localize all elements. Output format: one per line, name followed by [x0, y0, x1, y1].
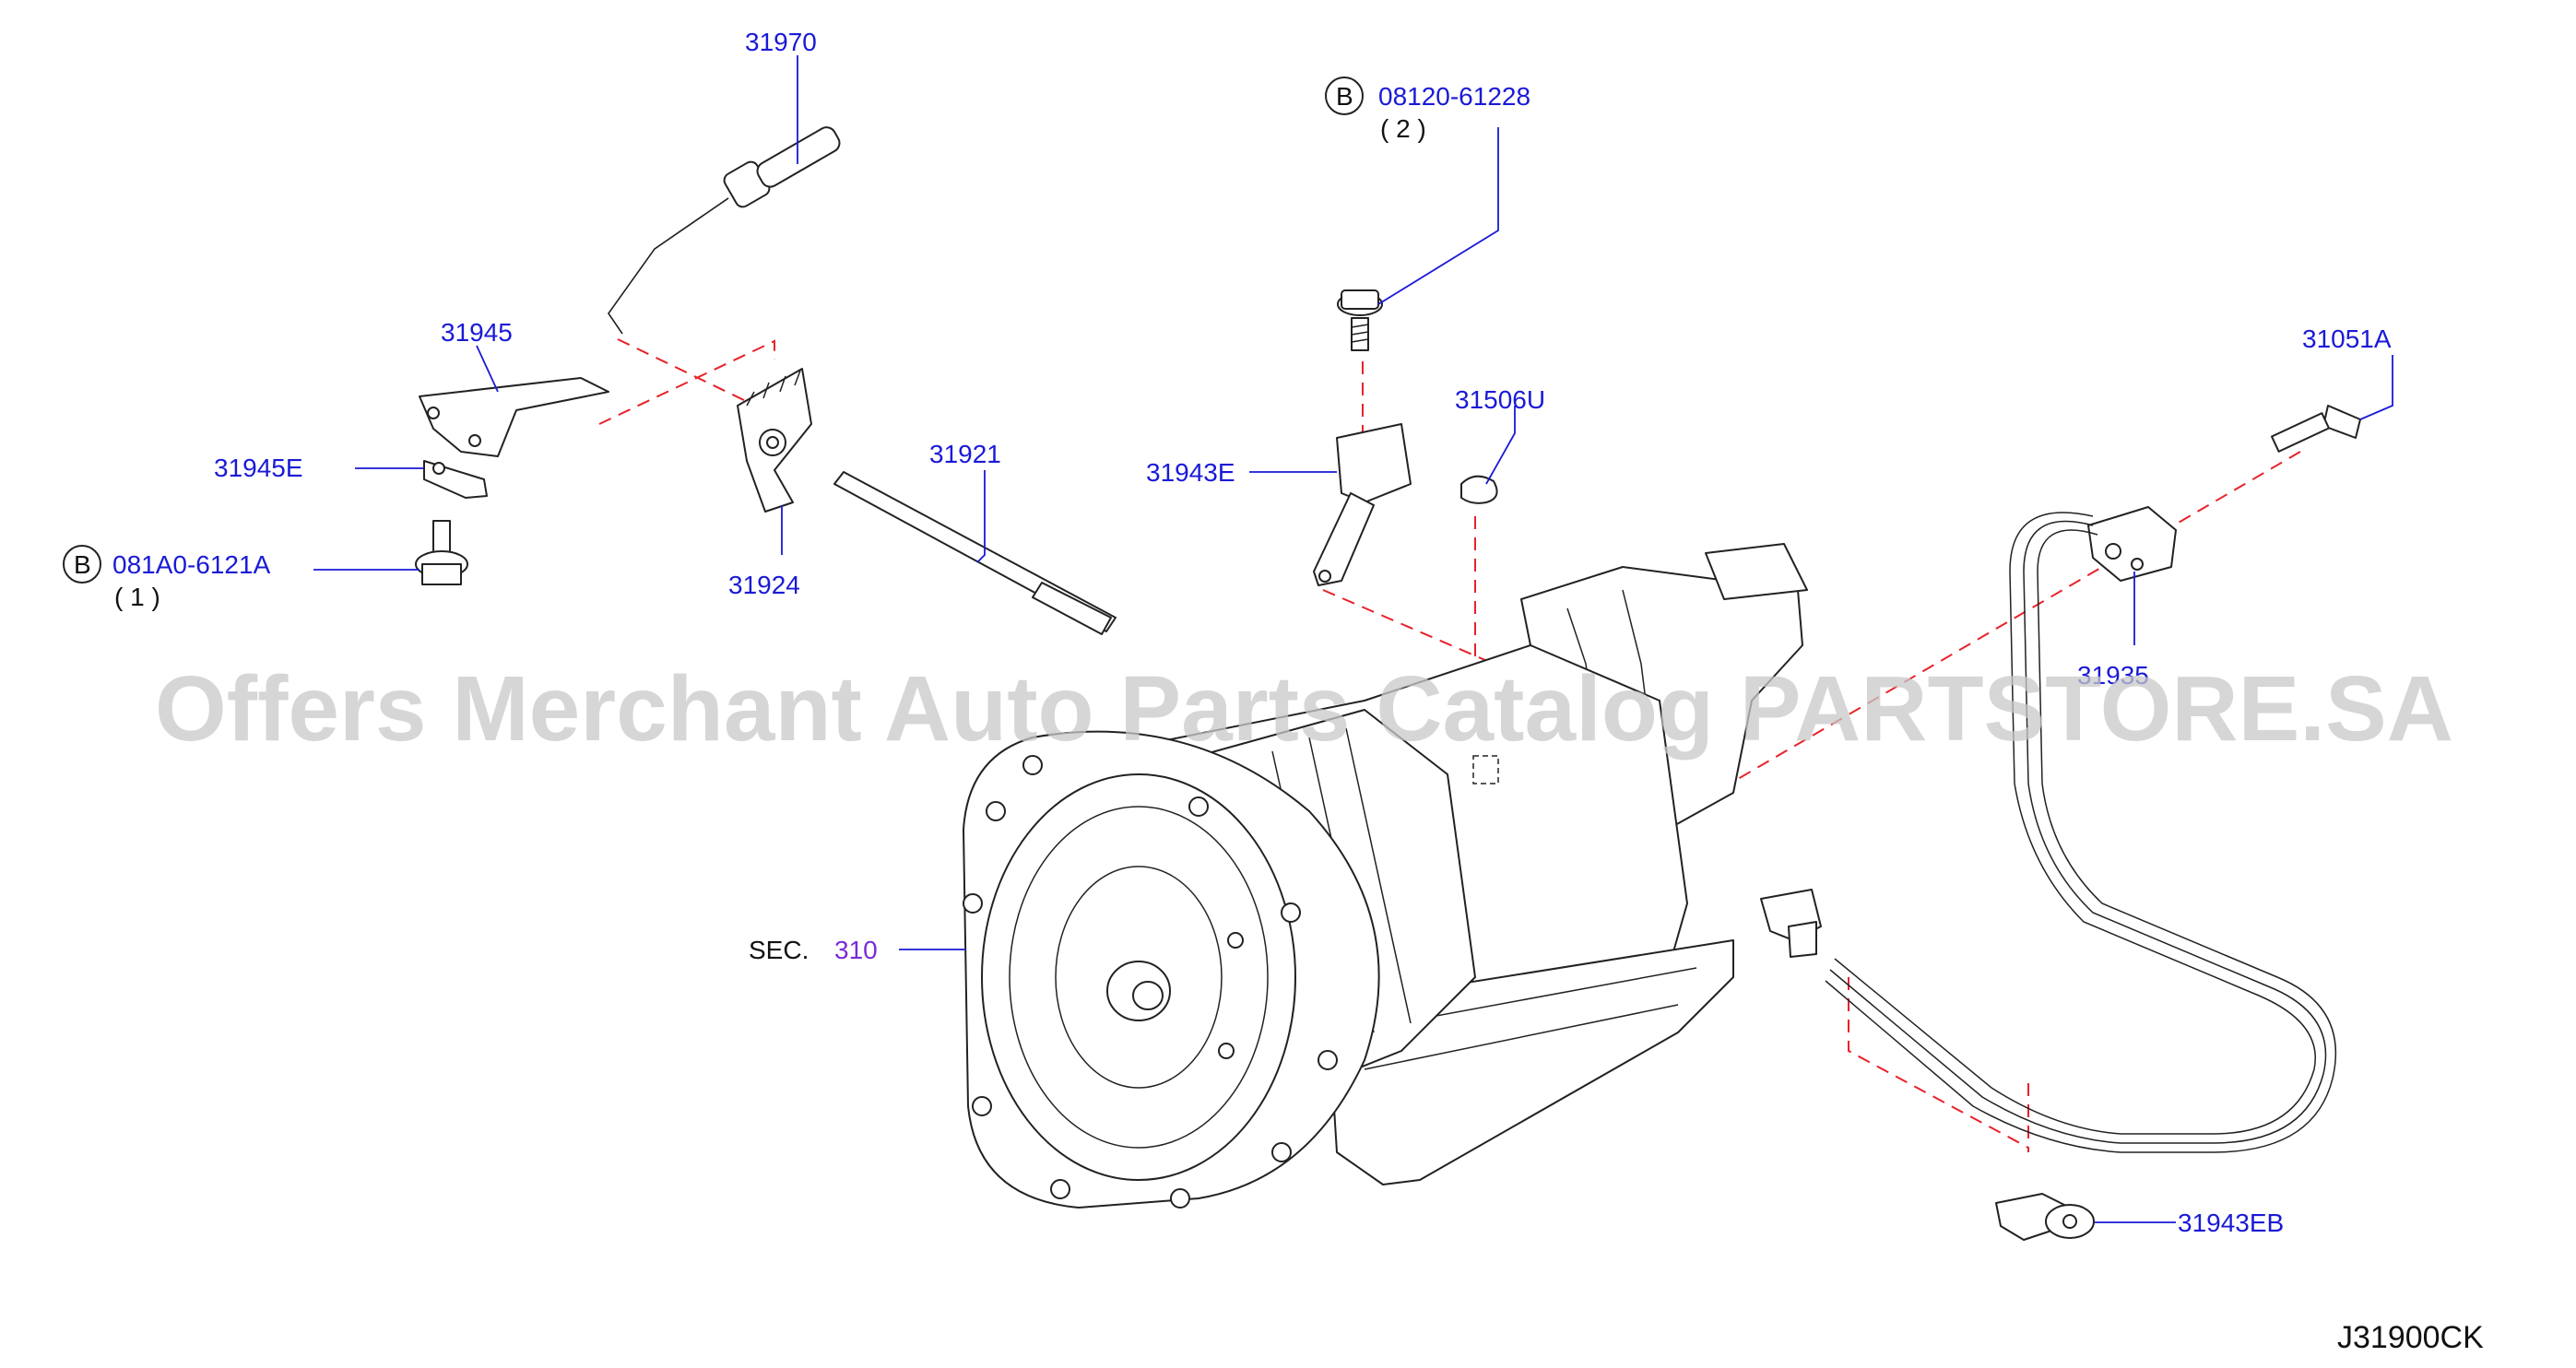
label-31506U[interactable]: 31506U	[1455, 385, 1545, 414]
label-31935[interactable]: 31935	[2077, 661, 2149, 690]
part-31970-rod[interactable]	[608, 124, 843, 335]
label-31943E[interactable]: 31943E	[1146, 458, 1235, 487]
part-31924-detent-lever[interactable]	[737, 368, 812, 513]
part-31943E-bracket[interactable]	[1313, 423, 1412, 586]
transmission-assembly	[963, 543, 1808, 1209]
part-31506U-clip[interactable]	[1460, 475, 1499, 784]
label-31924[interactable]: 31924	[728, 571, 800, 599]
label-31051A[interactable]: 31051A	[2302, 324, 2392, 353]
label-31943EB[interactable]: 31943EB	[2178, 1209, 2284, 1237]
part-081A0-bolt[interactable]	[415, 520, 468, 585]
label-31945E[interactable]: 31945E	[214, 454, 303, 482]
guide-lines	[598, 338, 2301, 1152]
part-31945E-plate[interactable]	[423, 460, 488, 499]
qty-081A0-6121A: ( 1 )	[114, 583, 160, 611]
bolt-badge-b-1	[63, 545, 101, 584]
bolt-badge-b-1-text: B	[74, 550, 91, 579]
part-08120-bolt[interactable]	[1337, 289, 1383, 351]
qty-08120-61228: ( 2 )	[1380, 114, 1426, 143]
part-31935-sensor-harness[interactable]	[1760, 506, 2337, 1153]
bolt-badge-b-2-text: B	[1336, 82, 1353, 111]
label-081A0-6121A[interactable]: 081A0-6121A	[112, 550, 271, 579]
bolt-badge-b-2	[1325, 77, 1364, 115]
leader-lines	[313, 55, 2393, 1223]
label-31945[interactable]: 31945	[441, 318, 513, 347]
part-31051A-bolt[interactable]	[2271, 405, 2361, 453]
label-sec-prefix: SEC.	[749, 936, 809, 964]
label-sec-310-link[interactable]: 310	[834, 936, 878, 964]
watermark-text: Offers Merchant Auto Parts Catalog PARTS…	[155, 657, 2453, 761]
part-31921-manual-shaft[interactable]	[833, 471, 1117, 635]
part-31943EB-clip[interactable]	[1995, 1193, 2095, 1241]
diagram-reference-code: J31900CK	[2337, 1320, 2484, 1355]
label-31921[interactable]: 31921	[929, 440, 1001, 468]
label-31970[interactable]: 31970	[745, 28, 817, 56]
part-31945-bracket[interactable]	[419, 377, 609, 457]
label-08120-61228[interactable]: 08120-61228	[1378, 82, 1530, 111]
